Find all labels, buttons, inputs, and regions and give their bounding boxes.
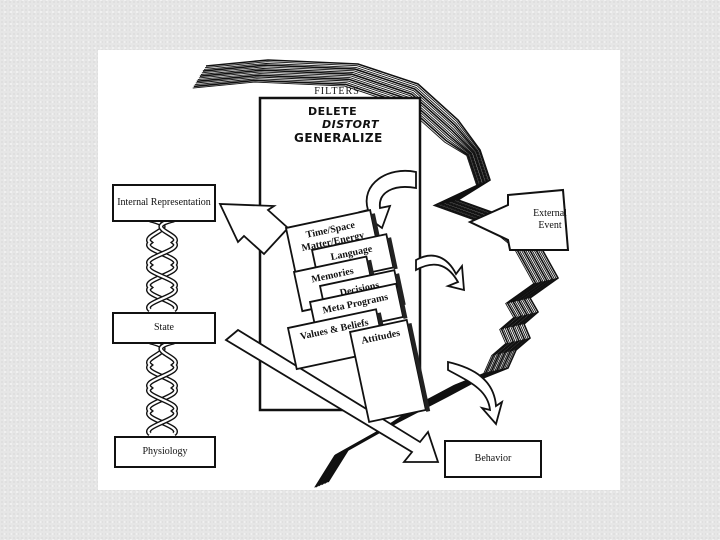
behavior-box: Behavior <box>444 440 542 478</box>
filter-distort-label: DISTORT <box>322 118 379 131</box>
diagram-drawing: Time/SpaceMatter/EnergyLanguageMemoriesD… <box>145 59 570 488</box>
head-contour-line <box>192 81 535 488</box>
head-contour-line <box>202 64 554 484</box>
filters-title: FILTERS <box>314 86 360 97</box>
head-contour-line <box>205 59 560 483</box>
filter-generalize-label: GENERALIZE <box>294 131 383 145</box>
head-contour-line <box>195 76 540 487</box>
physiology-box: Physiology <box>114 436 216 468</box>
rope-strand-highlight <box>147 340 177 435</box>
head-contour-line <box>199 69 548 486</box>
rope-strand-highlight <box>147 340 177 435</box>
curved-arrow-bottom <box>447 360 504 426</box>
rope-strand-highlight <box>147 218 177 311</box>
state-box: State <box>112 312 216 344</box>
behavior-arrow <box>224 328 440 463</box>
filter-card: Attitudes <box>348 318 431 424</box>
head-contour-line <box>196 74 543 487</box>
head-contour-line <box>198 71 546 486</box>
head-contour-line <box>193 79 537 488</box>
external-event-line2: Event <box>538 219 562 231</box>
internal-representation-box: Internal Representation <box>112 184 216 222</box>
head-profile <box>192 59 560 488</box>
to-internal-representation-arrow <box>218 203 290 256</box>
head-contour-line <box>201 66 552 484</box>
filter-delete-label: DELETE <box>308 105 358 118</box>
rope-strand-highlight <box>147 218 177 311</box>
curved-arrow-middle <box>415 254 466 292</box>
filter-cards-stack: Time/SpaceMatter/EnergyLanguageMemoriesD… <box>284 209 431 424</box>
external-event-label: External Event <box>524 208 576 231</box>
external-event-arrow <box>467 188 570 251</box>
external-event-line1: External <box>533 208 567 219</box>
rope-connector-upper <box>145 217 179 312</box>
rope-connector-lower <box>145 339 179 436</box>
